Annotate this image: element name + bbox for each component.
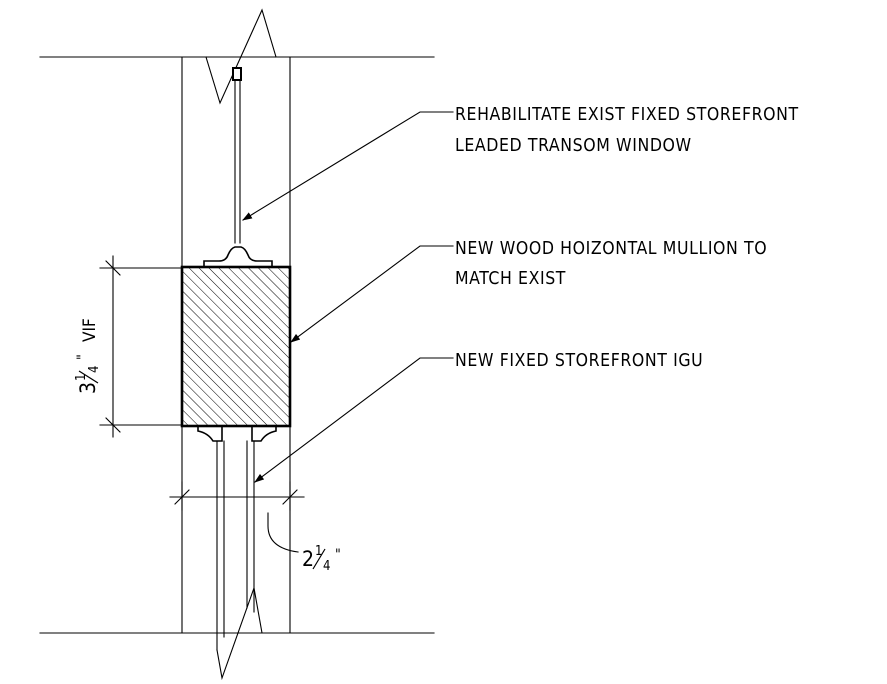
callout-igu: NEW FIXED STOREFRONT IGU xyxy=(455,351,703,371)
svg-text:LEADED TRANSOM WINDOW: LEADED TRANSOM WINDOW xyxy=(455,136,692,156)
lower-igu-glass xyxy=(216,440,277,681)
svg-text:1: 1 xyxy=(74,374,89,381)
svg-text:MATCH EXIST: MATCH EXIST xyxy=(455,269,566,289)
mullion-trim-top xyxy=(203,246,273,268)
svg-text:NEW FIXED STOREFRONT IGU: NEW FIXED STOREFRONT IGU xyxy=(455,351,703,371)
callout-mullion: NEW WOOD HOIZONTAL MULLION TO MATCH EXIS… xyxy=(455,239,767,289)
svg-text:VIF: VIF xyxy=(80,318,100,342)
svg-text:4: 4 xyxy=(87,366,102,373)
svg-text:": " xyxy=(335,547,341,563)
mullion-trim-bottom xyxy=(197,425,277,442)
svg-text:4: 4 xyxy=(323,559,330,574)
upper-transom-glass xyxy=(205,8,277,244)
wood-mullion xyxy=(180,265,292,428)
svg-text:REHABILITATE EXIST FIXED STORE: REHABILITATE EXIST FIXED STOREFRONT xyxy=(455,105,799,125)
width-dimension xyxy=(169,481,305,553)
height-dimension xyxy=(99,255,183,438)
svg-text:2: 2 xyxy=(302,547,314,571)
leader-lines xyxy=(242,111,454,483)
svg-text:": " xyxy=(75,354,91,360)
svg-text:1: 1 xyxy=(315,544,322,559)
svg-text:3: 3 xyxy=(76,382,100,394)
width-dimension-text: 2 1 4 " xyxy=(302,544,341,574)
callout-transom: REHABILITATE EXIST FIXED STOREFRONT LEAD… xyxy=(455,105,799,156)
svg-text:NEW WOOD HOIZONTAL MULLION TO: NEW WOOD HOIZONTAL MULLION TO xyxy=(455,239,767,259)
height-dimension-text: 3 1 4 " VIF xyxy=(74,318,102,394)
